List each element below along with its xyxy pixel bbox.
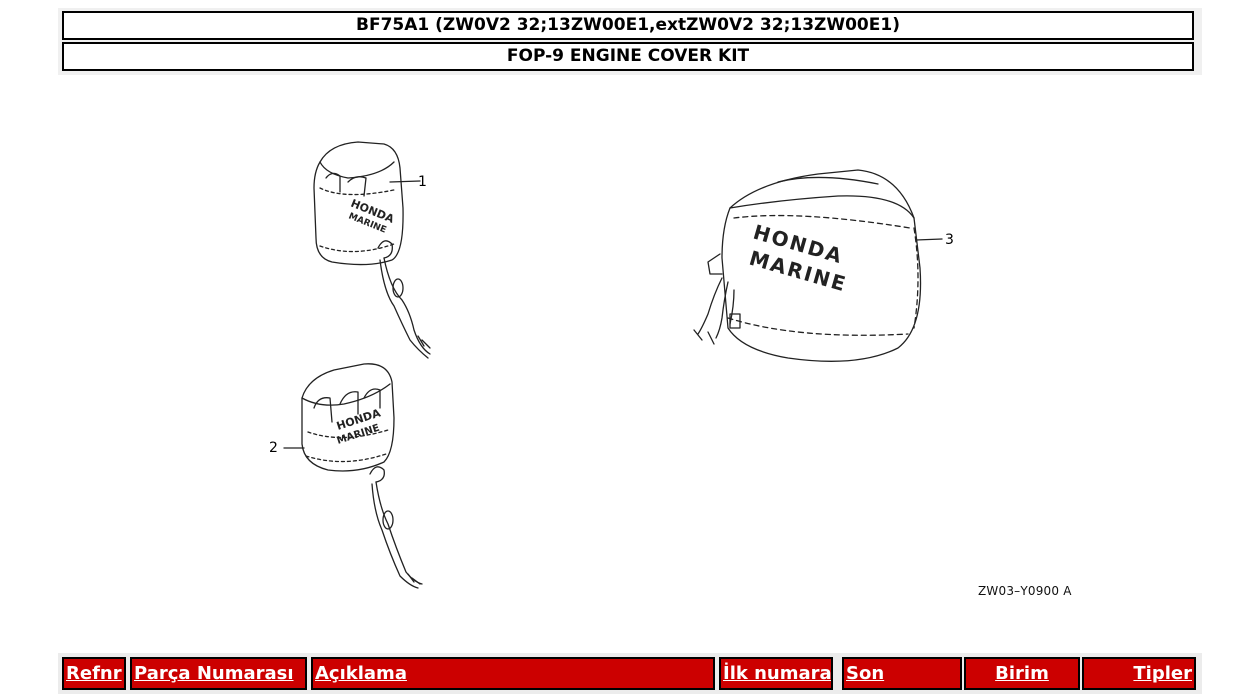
parts-table-header: Refnr Parça Numarası Açıklama İlk numara… — [58, 653, 1202, 694]
part-2-cover-drawing — [301, 363, 423, 589]
column-last-serial[interactable]: Son — [842, 657, 962, 690]
parts-diagram: HONDA MARINE HONDA MARINE HONDA MARINE 1… — [58, 78, 1202, 648]
column-first-serial[interactable]: İlk numara — [719, 657, 833, 690]
column-description[interactable]: Açıklama — [311, 657, 715, 690]
header-panel: BF75A1 (ZW0V2 32;13ZW00E1,extZW0V2 32;13… — [58, 8, 1202, 75]
column-part-number[interactable]: Parça Numarası — [130, 657, 307, 690]
callout-1: 1 — [418, 174, 427, 190]
column-types[interactable]: Tipler — [1082, 657, 1196, 690]
callout-3: 3 — [945, 232, 954, 248]
part-1-cover-drawing — [313, 141, 431, 359]
part-3-cover-drawing — [693, 169, 922, 362]
column-refnr[interactable]: Refnr — [62, 657, 126, 690]
section-title: FOP-9 ENGINE COVER KIT — [62, 42, 1194, 71]
exploded-view-drawing: HONDA MARINE HONDA MARINE HONDA MARINE — [283, 141, 943, 589]
callout-2: 2 — [269, 440, 278, 456]
model-title: BF75A1 (ZW0V2 32;13ZW00E1,extZW0V2 32;13… — [62, 11, 1194, 40]
diagram-reference-code: ZW03–Y0900 A — [978, 584, 1072, 598]
column-unit[interactable]: Birim — [964, 657, 1080, 690]
